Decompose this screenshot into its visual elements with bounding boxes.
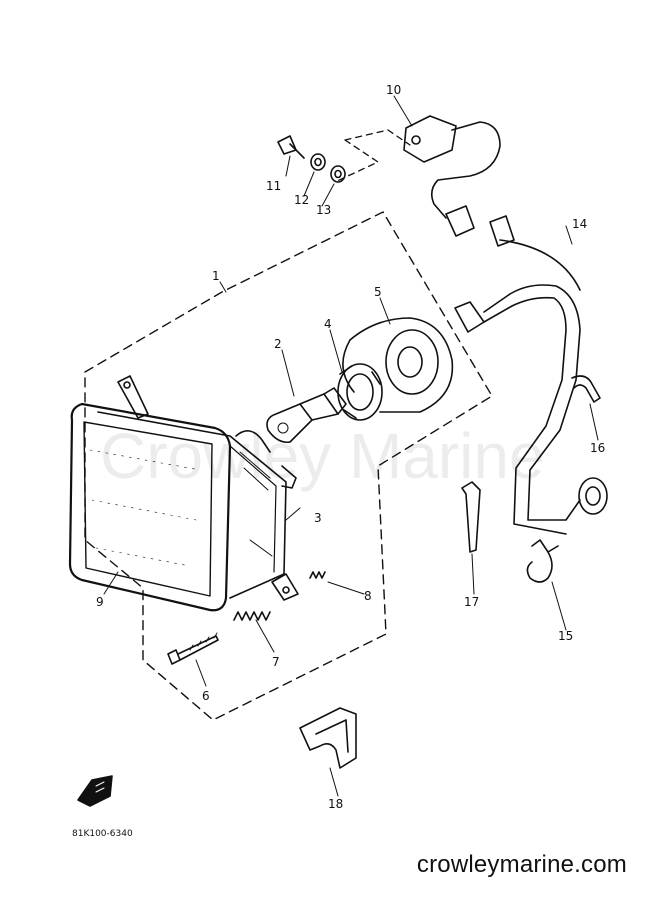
washer-13: [330, 165, 346, 183]
site-url[interactable]: crowleymarine.com: [416, 851, 627, 878]
screw-6: [167, 632, 219, 665]
harness-grommet: [578, 477, 608, 515]
rubber-cover: [342, 317, 454, 413]
callout-4: 4: [324, 317, 332, 331]
callout-11: 11: [266, 179, 281, 193]
leader-lines: [103, 95, 599, 797]
callout-7: 7: [272, 655, 280, 669]
washer-12: [310, 153, 326, 171]
callout-1: 1: [212, 269, 220, 283]
callout-17: 17: [464, 595, 479, 609]
callout-14: 14: [572, 217, 587, 231]
callout-8: 8: [364, 589, 372, 603]
callout-10: 10: [386, 83, 401, 97]
fastener-boundary: [334, 129, 411, 183]
watermark: Crowley Marine: [100, 420, 545, 492]
callout-3: 3: [314, 511, 322, 525]
clamp-16: [571, 375, 601, 403]
bracket-18: [299, 707, 357, 769]
spring-8: [309, 571, 326, 579]
switch: [403, 115, 501, 237]
screw-11: [277, 135, 305, 159]
callout-13: 13: [316, 203, 331, 217]
tie-strap-17: [461, 481, 481, 553]
socket: [337, 363, 383, 421]
headlight-unit: [68, 375, 299, 612]
callout-9: 9: [96, 595, 104, 609]
callout-6: 6: [202, 689, 210, 703]
assembly-boundary: [84, 211, 493, 721]
clamp-15: [526, 539, 559, 583]
callout-16: 16: [590, 441, 605, 455]
wire-harness: [454, 215, 581, 535]
callout-5: 5: [374, 285, 382, 299]
callout-15: 15: [558, 629, 573, 643]
front-direction-icon: [77, 775, 113, 807]
callout-12: 12: [294, 193, 309, 207]
callout-2: 2: [274, 337, 282, 351]
spring-7: [233, 611, 271, 621]
callout-18: 18: [328, 797, 343, 811]
part-code: 81K100-6340: [72, 829, 133, 839]
